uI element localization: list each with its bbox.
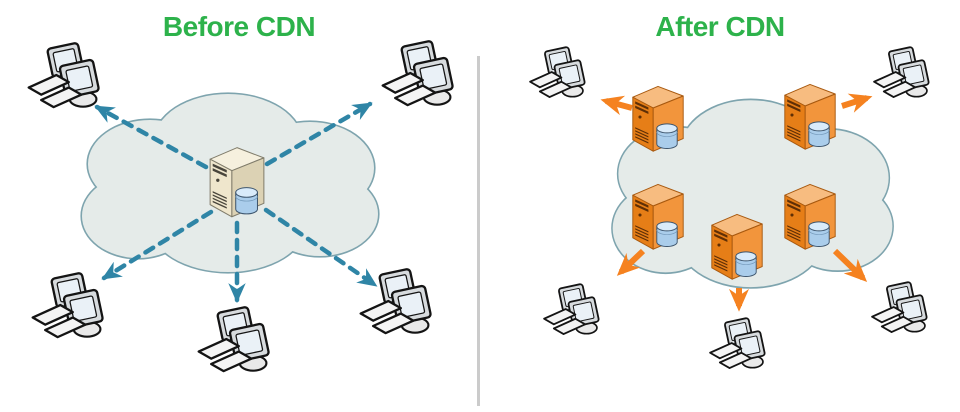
dashed-arrow-to-bottom-left-client	[101, 209, 214, 281]
after-cdn-title: After CDN	[655, 11, 785, 42]
dashed-arrow-to-bottom-right-client	[263, 207, 378, 288]
solid-arrow-to-bottom-right-client	[832, 248, 868, 282]
solid-arrow-to-top-right-client	[841, 93, 873, 113]
before-cdn-title: Before CDN	[162, 11, 316, 42]
after-cdn-panel	[529, 46, 931, 369]
before-cdn-panel	[27, 40, 455, 373]
client-computer-bottom-right	[359, 268, 433, 335]
edge-server-bottom-right	[784, 183, 836, 250]
delivery-arrows-solid	[600, 93, 873, 312]
client-computer-top-left	[529, 46, 587, 98]
origin-server-icon	[209, 147, 265, 218]
client-computer-top-right	[381, 40, 455, 107]
solid-arrow-to-bottom-left-client	[616, 248, 646, 276]
client-computer-bottom-left	[543, 283, 601, 335]
client-computer-bottom-left	[31, 272, 105, 339]
solid-arrow-to-top-left-client	[600, 95, 633, 116]
edge-server-bottom-left	[632, 183, 684, 250]
dashed-arrow-to-top-left-client	[94, 104, 209, 170]
dashed-arrow-to-top-right-client	[264, 101, 373, 167]
edge-server-top-right	[784, 83, 836, 150]
client-computer-bottom-center	[709, 317, 767, 369]
client-computer-bottom-right	[871, 281, 929, 333]
client-computer-bottom-center	[197, 306, 271, 373]
panel-divider	[477, 56, 480, 406]
edge-server-bottom-center	[711, 213, 763, 280]
request-arrows-dashed	[94, 101, 378, 303]
client-computer-top-right	[873, 46, 931, 98]
edge-server-top-left	[632, 85, 684, 152]
client-computer-top-left	[27, 42, 101, 109]
